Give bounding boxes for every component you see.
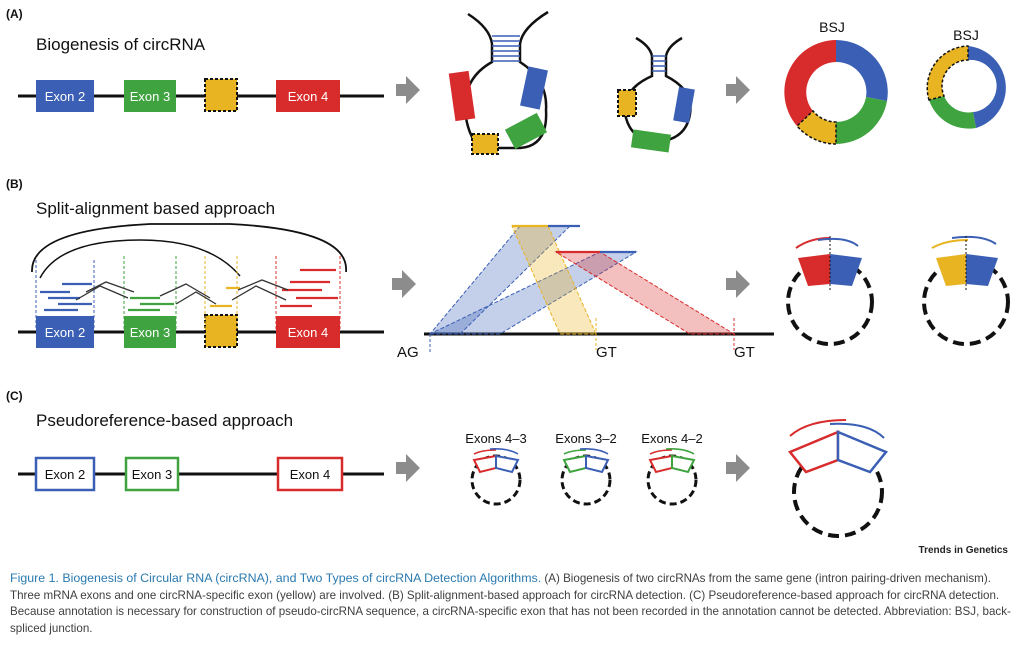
panel-a-title: Biogenesis of circRNA — [36, 35, 206, 54]
pseudo-circle-32-right — [585, 454, 610, 474]
panel-a: (A) Biogenesis of circRNA Exon 2 Exon 3 … — [6, 7, 1006, 155]
ring2-yellow — [926, 45, 969, 101]
exon3-label-a: Exon 3 — [130, 89, 170, 104]
detected-circle-1-blue — [830, 254, 862, 286]
exon3-box-b — [124, 316, 176, 348]
pseudo-circle-42-left — [648, 454, 673, 474]
arrow-a1 — [396, 76, 420, 104]
circrna-figure: (A) Biogenesis of circRNA Exon 2 Exon 3 … — [6, 7, 1010, 538]
exon2-box-a — [36, 80, 94, 112]
ring2-blue — [968, 46, 1006, 128]
panel-b: (B) Split-alignment based approach Exon … — [6, 177, 1010, 361]
pseudo-circle-42-read-right — [665, 448, 695, 455]
exon2-box-c — [34, 456, 96, 492]
exon2-label-a: Exon 2 — [45, 89, 85, 104]
journal-brand: Trends in Genetics — [918, 545, 1008, 556]
reads-exon2 — [40, 282, 92, 312]
yellow-segment-big — [471, 133, 499, 155]
pseudo-circle-big-read-right — [829, 422, 885, 439]
caption-title: Figure 1. Biogenesis of Circular RNA (ci… — [10, 571, 542, 585]
pseudo-circle-43-read-right — [489, 448, 519, 455]
split-reads — [75, 279, 289, 305]
arrow-c2 — [726, 454, 750, 482]
ring1-red — [784, 40, 836, 126]
exon4-box-c — [276, 456, 344, 492]
panel-b-letter: (B) — [6, 177, 23, 191]
stem-bars-big — [492, 35, 520, 62]
pseudo-circle-32-read-left — [563, 449, 587, 455]
exon2-box-b — [36, 316, 94, 348]
detected-circle-2-blue-read — [951, 235, 997, 245]
figure-caption: Figure 1. Biogenesis of Circular RNA (ci… — [10, 570, 1014, 637]
pseudo-circle-42-read-left — [649, 449, 673, 455]
ring1-green — [836, 97, 887, 144]
pseudo-circle-big-left — [787, 430, 840, 474]
yellow-segment-small — [617, 89, 637, 117]
reads-exon4 — [280, 268, 338, 308]
alignment-guides — [35, 256, 341, 330]
site-gt-2: GT — [734, 344, 755, 361]
green-segment-small — [630, 129, 672, 153]
panel-c: (C) Pseudoreference-based approach Exon … — [6, 389, 889, 538]
reads-exon3 — [128, 296, 174, 312]
exon3-label-b: Exon 3 — [130, 325, 170, 340]
site-gt-1: GT — [596, 344, 617, 361]
ring1-yellow — [797, 111, 836, 144]
panel-b-title: Split-alignment based approach — [36, 199, 275, 218]
exon2-label-c: Exon 2 — [45, 467, 85, 482]
inner-arc — [39, 239, 241, 279]
site-ag: AG — [397, 344, 419, 361]
ring1-blue — [836, 40, 888, 101]
exon4-box-b — [276, 316, 340, 348]
red-segment-big — [448, 70, 476, 122]
pseudo-circle-32-read-right — [579, 448, 609, 455]
detected-circle-2-blue — [966, 254, 998, 286]
stem-bars-small — [652, 55, 666, 72]
panel-a-letter: (A) — [6, 7, 23, 21]
junction-label-32: Exons 3–2 — [555, 431, 616, 446]
panel-c-title: Pseudoreference-based approach — [36, 411, 293, 430]
detected-circle-1-red — [798, 254, 830, 286]
detected-circle-2-yellow-read — [931, 239, 969, 249]
band-top-reads — [512, 224, 636, 254]
exon4-label-a: Exon 4 — [288, 89, 328, 104]
exon4-label-c: Exon 4 — [290, 467, 330, 482]
panel-c-letter: (C) — [6, 389, 23, 403]
bsj-label-1: BSJ — [819, 19, 845, 35]
ring2-green — [929, 96, 976, 129]
arrow-c1 — [396, 454, 420, 482]
arrow-a2 — [726, 76, 750, 104]
exon2-label-b: Exon 2 — [45, 325, 85, 340]
green-segment-big — [504, 112, 548, 150]
exon3-box-a — [124, 80, 176, 112]
bsj-label-2: BSJ — [953, 27, 979, 43]
pseudo-circle-32-left — [562, 454, 587, 474]
arrow-b1 — [392, 270, 416, 298]
site-guides — [429, 318, 735, 352]
arrow-b2 — [726, 270, 750, 298]
exon3-box-c — [124, 456, 180, 492]
pseudo-circle-43-right — [495, 454, 520, 474]
pseudo-circle-43-left — [472, 454, 497, 474]
junction-label-42: Exons 4–2 — [641, 431, 702, 446]
pseudo-circle-big-read-left — [789, 419, 847, 437]
detected-circle-2-yellow — [936, 254, 966, 286]
junction-label-43: Exons 4–3 — [465, 431, 526, 446]
circ-exon-box-b — [204, 314, 238, 348]
backsplice-arc — [31, 223, 347, 273]
pseudo-circle-big-right — [836, 430, 889, 474]
circ-exon-box-a — [204, 78, 238, 112]
blue-segment-big — [520, 66, 548, 110]
detected-circle-1-blue-read — [817, 237, 859, 247]
blue-segment-small — [673, 86, 695, 124]
caption-body: (A) Biogenesis of two circRNAs from the … — [10, 572, 1011, 635]
ring1-yellow-border — [795, 109, 837, 145]
exon4-box-a — [276, 80, 340, 112]
reads-yellow — [210, 286, 240, 308]
exon4-label-b: Exon 4 — [288, 325, 328, 340]
exon3-label-c: Exon 3 — [132, 467, 172, 482]
pseudo-circle-42-right — [671, 454, 696, 474]
pseudo-circle-43-read-left — [473, 449, 497, 455]
